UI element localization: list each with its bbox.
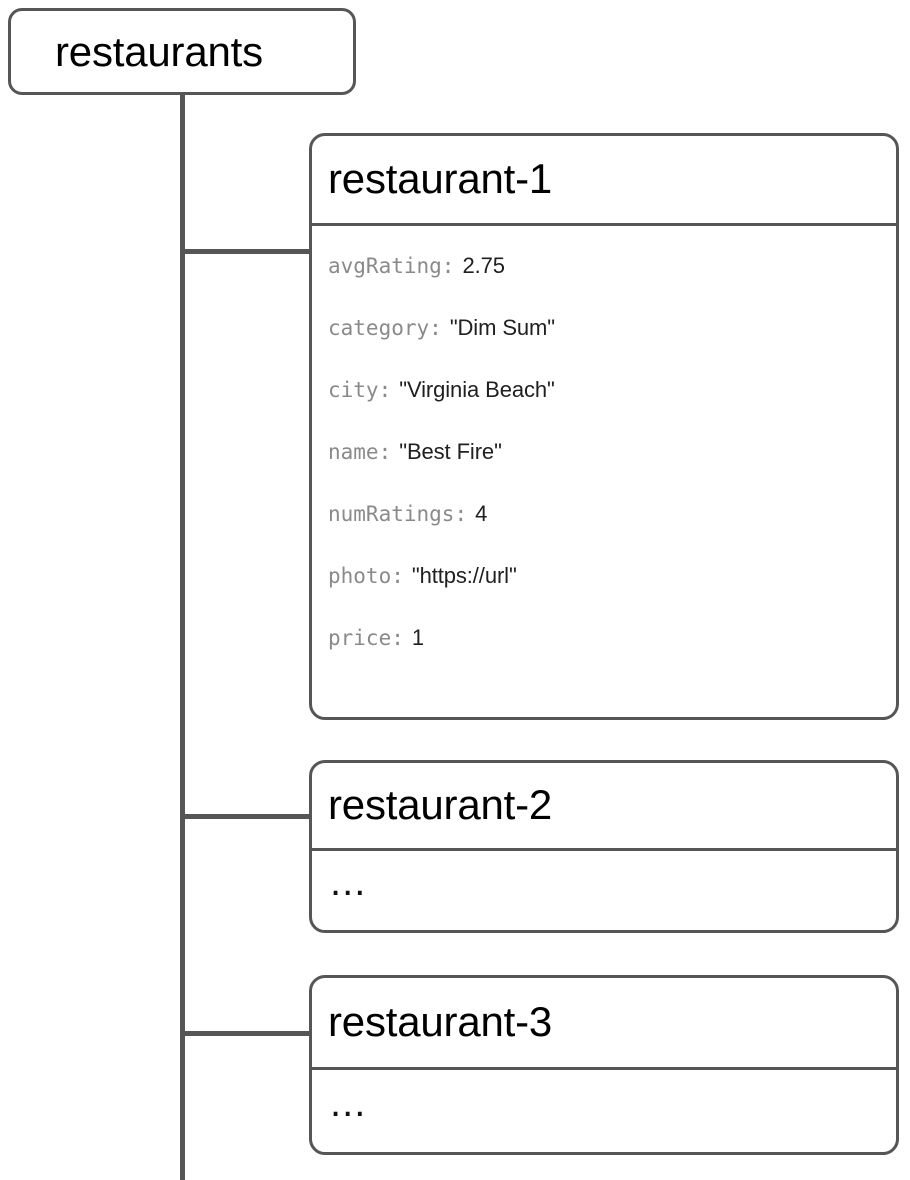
document-fields: avgRating : 2.75 category : "Dim Sum" ci… bbox=[312, 226, 896, 717]
field-row: price : 1 bbox=[328, 607, 896, 669]
field-value: "https://url" bbox=[411, 563, 517, 588]
field-key: photo bbox=[328, 564, 392, 588]
document-card-restaurant-3[interactable]: restaurant-3 ... bbox=[309, 975, 899, 1155]
document-header: restaurant-3 bbox=[312, 978, 896, 1070]
ellipsis-text: ... bbox=[330, 860, 367, 904]
field-key: name bbox=[328, 440, 379, 464]
field-key: numRatings bbox=[328, 502, 455, 526]
field-value: "Virginia Beach" bbox=[399, 377, 555, 402]
collapsed-fields-row: ... bbox=[328, 851, 896, 930]
field-row: photo : "https://url" bbox=[328, 545, 896, 607]
field-separator: : bbox=[454, 502, 468, 526]
field-separator: : bbox=[391, 626, 404, 650]
document-fields: ... bbox=[312, 1070, 896, 1152]
document-card-restaurant-1[interactable]: restaurant-1 avgRating : 2.75 category :… bbox=[309, 133, 899, 720]
document-title: restaurant-2 bbox=[328, 780, 553, 828]
field-value: 2.75 bbox=[462, 253, 505, 278]
field-separator: : bbox=[378, 440, 392, 464]
field-separator: : bbox=[429, 316, 442, 340]
field-key: category bbox=[328, 316, 430, 340]
field-separator: : bbox=[391, 564, 404, 588]
field-key: avgRating bbox=[328, 254, 442, 278]
document-fields: ... bbox=[312, 851, 896, 930]
field-row: avgRating : 2.75 bbox=[328, 235, 896, 297]
document-title: restaurant-1 bbox=[328, 154, 553, 202]
field-row: name : "Best Fire" bbox=[328, 421, 896, 483]
collection-label: restaurants bbox=[55, 27, 263, 75]
field-row: city : "Virginia Beach" bbox=[328, 359, 896, 421]
document-title: restaurant-3 bbox=[328, 997, 553, 1045]
collapsed-fields-row: ... bbox=[328, 1070, 896, 1152]
document-card-restaurant-2[interactable]: restaurant-2 ... bbox=[309, 760, 899, 933]
field-value: 4 bbox=[475, 501, 488, 526]
collection-node-restaurants[interactable]: restaurants bbox=[8, 8, 356, 95]
field-key: price bbox=[328, 626, 392, 650]
document-header: restaurant-1 bbox=[312, 136, 896, 226]
field-value: "Best Fire" bbox=[399, 439, 502, 464]
ellipsis-text: ... bbox=[330, 1080, 367, 1125]
field-row: category : "Dim Sum" bbox=[328, 297, 896, 359]
field-row: numRatings : 4 bbox=[328, 483, 896, 545]
field-value: 1 bbox=[411, 625, 425, 650]
field-key: city bbox=[328, 378, 379, 402]
document-header: restaurant-2 bbox=[312, 763, 896, 851]
field-value: "Dim Sum" bbox=[449, 315, 555, 340]
field-separator: : bbox=[378, 378, 392, 402]
field-separator: : bbox=[441, 254, 455, 278]
